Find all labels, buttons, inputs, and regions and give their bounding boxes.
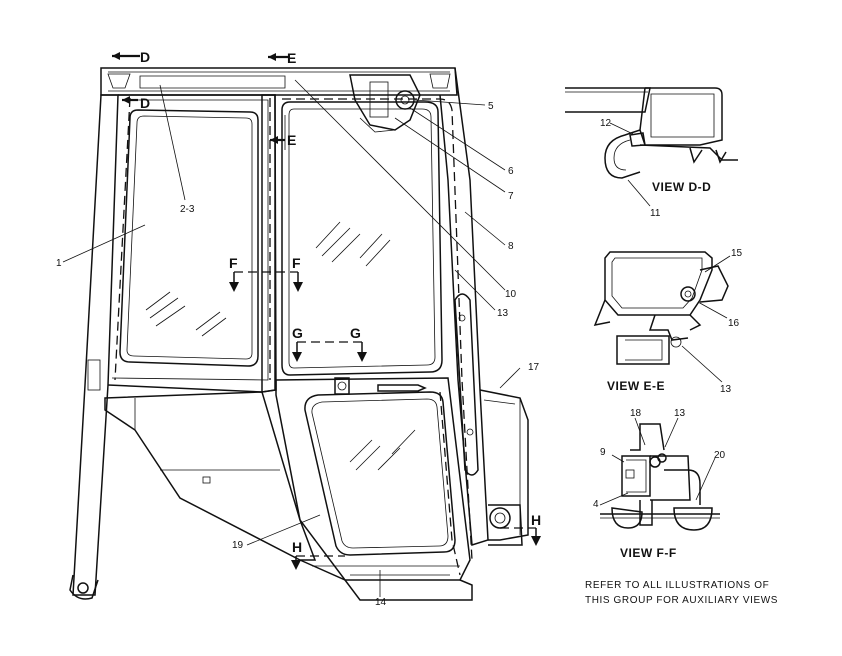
section-mark-h-right: H: [531, 512, 541, 528]
leader-lines: [62, 79, 521, 597]
section-mark-g-right: G: [350, 325, 361, 341]
section-mark-e-bottom: E: [287, 132, 296, 148]
part-label-1: 1: [56, 258, 62, 269]
part-label-18: 18: [630, 408, 642, 419]
part-label-7: 7: [508, 191, 514, 202]
part-label-13-e: 13: [720, 384, 732, 395]
section-marks: D D E E F F G G H H: [112, 49, 541, 570]
cab-assembly: [69, 67, 529, 601]
part-label-13-f: 13: [674, 408, 686, 419]
reference-note-line-1: REFER TO ALL ILLUSTRATIONS OF: [585, 580, 769, 591]
part-label-13: 13: [497, 308, 509, 319]
part-label-19: 19: [232, 540, 244, 551]
part-label-9: 9: [600, 447, 606, 458]
view-d-d-detail: 12 11 VIEW D-D: [565, 87, 738, 219]
view-d-d-caption: VIEW D-D: [652, 180, 711, 194]
part-label-16: 16: [728, 318, 740, 329]
view-f-f-detail: 9 4 18 13 20 VIEW F-F: [593, 408, 726, 560]
section-mark-g-left: G: [292, 325, 303, 341]
part-label-2-3: 2-3: [180, 204, 195, 215]
section-mark-f-left: F: [229, 255, 238, 271]
part-label-8: 8: [508, 241, 514, 252]
view-e-e-detail: 15 16 13 VIEW E-E: [593, 248, 743, 395]
part-label-11: 11: [650, 208, 661, 219]
reference-note-line-2: THIS GROUP FOR AUXILIARY VIEWS: [585, 595, 778, 606]
part-label-4: 4: [593, 499, 599, 510]
part-label-15: 15: [731, 248, 743, 259]
part-labels-main: 1 2-3 5 6 7 8 10 13 17 19 14: [56, 101, 540, 608]
part-label-17: 17: [528, 362, 540, 373]
view-f-f-caption: VIEW F-F: [620, 546, 677, 560]
reference-note: REFER TO ALL ILLUSTRATIONS OF THIS GROUP…: [585, 580, 778, 606]
section-mark-f-right: F: [292, 255, 301, 271]
section-mark-h-left: H: [292, 539, 302, 555]
view-e-e-caption: VIEW E-E: [607, 379, 665, 393]
part-label-10: 10: [505, 289, 517, 300]
section-mark-d-bottom: D: [140, 95, 150, 111]
part-label-14: 14: [375, 597, 387, 608]
section-mark-d-top: D: [140, 49, 150, 65]
part-label-6: 6: [508, 166, 514, 177]
section-mark-e-top: E: [287, 50, 296, 66]
part-label-20: 20: [714, 450, 726, 461]
part-label-12: 12: [600, 118, 612, 129]
part-label-5: 5: [488, 101, 494, 112]
